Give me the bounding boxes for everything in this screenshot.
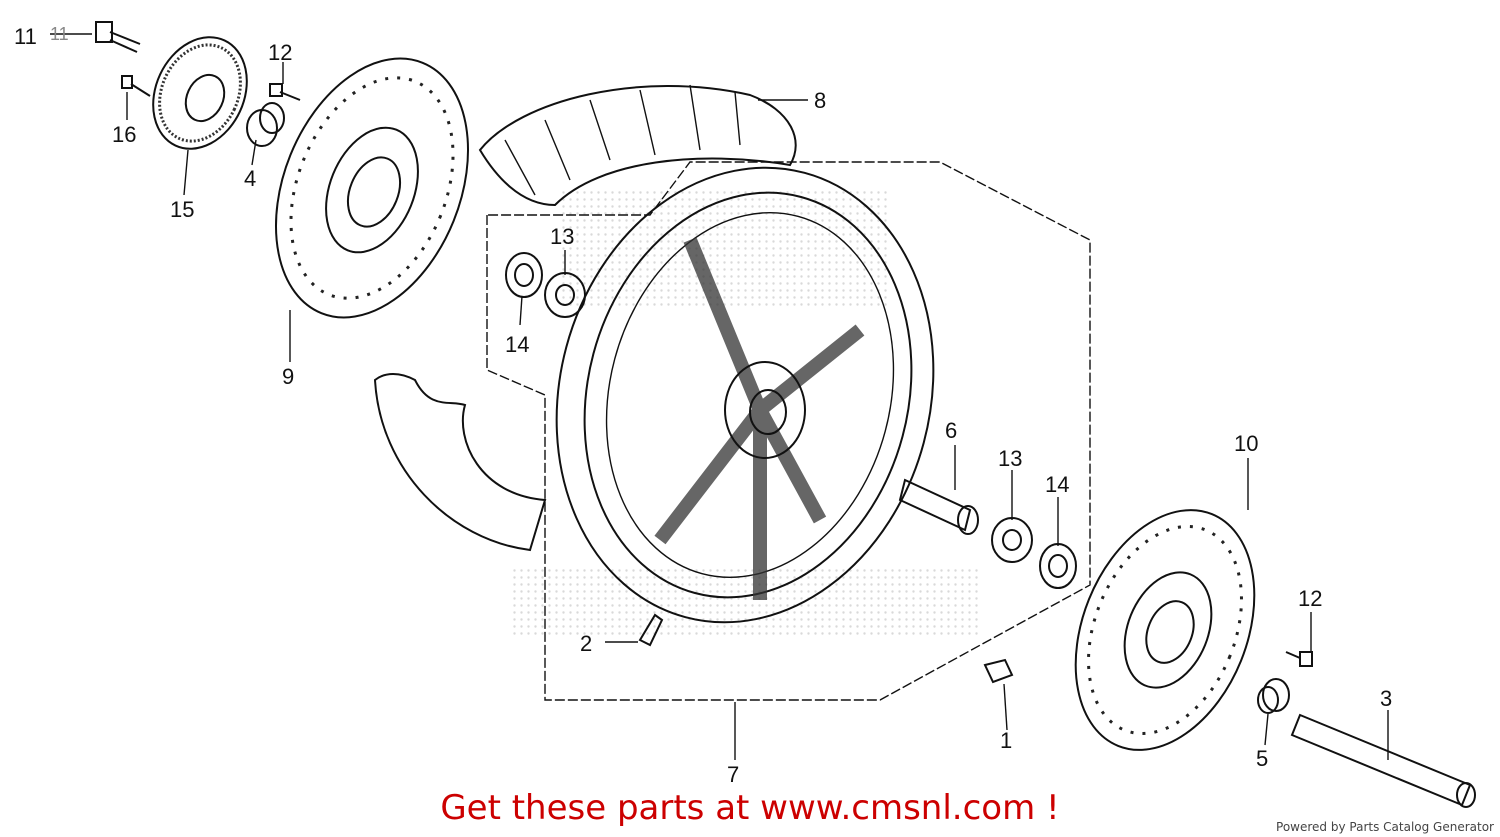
parts-link-banner[interactable]: Get these parts at www.cmsnl.com ! [440,788,1060,828]
powered-by-footer: Powered by Parts Catalog Generator [1276,820,1494,834]
brake-disc-part-9 [275,57,469,319]
callout-12-top: 12 [268,40,292,65]
spacer-part-6 [898,478,979,535]
callout-14-right: 14 [1045,472,1069,497]
callout-9: 9 [282,364,294,389]
callout-10: 10 [1234,431,1258,456]
wheel-part-7 [555,166,935,624]
leader-lines [50,33,1389,760]
callout-15: 15 [170,197,194,222]
axle-part-3 [1290,713,1476,808]
collar-part-5 [1257,678,1290,714]
callout-2: 2 [580,631,592,656]
callout-labels: 11 11 12 16 4 15 8 13 14 9 6 13 14 10 12… [14,24,1392,787]
assembly-bracket [486,161,1091,701]
tire-part-8 [478,84,797,207]
callout-3: 3 [1380,686,1392,711]
collar-part-4 [246,102,285,147]
bolt-part-12-right [1285,651,1313,667]
callout-14-top: 14 [505,332,529,357]
callout-6: 6 [945,418,957,443]
callout-13-top: 13 [550,224,574,249]
seal-part-14-right [1039,543,1077,589]
bolt-part-12-top [269,83,301,101]
tire-lower-half [373,373,547,552]
bolt-part-11 [95,21,141,53]
callout-12-right: 12 [1298,586,1322,611]
callout-5: 5 [1256,746,1268,771]
callout-11: 11 [14,24,37,49]
watermark [510,190,980,635]
clip-part-1 [983,658,1014,684]
callout-8: 8 [814,88,826,113]
callout-4: 4 [244,166,256,191]
seal-part-14-top [505,252,543,298]
callout-11-faded: 11 [50,24,69,44]
valve-part-2 [638,613,664,647]
callout-16: 16 [112,122,136,147]
callout-1: 1 [1000,728,1012,753]
pulser-disc-part-15 [152,36,248,150]
callout-7: 7 [727,762,739,787]
callout-13-right: 13 [998,446,1022,471]
brake-disc-part-10 [1074,509,1256,751]
bearing-part-13-right [991,517,1033,563]
bolt-part-16 [121,75,151,97]
